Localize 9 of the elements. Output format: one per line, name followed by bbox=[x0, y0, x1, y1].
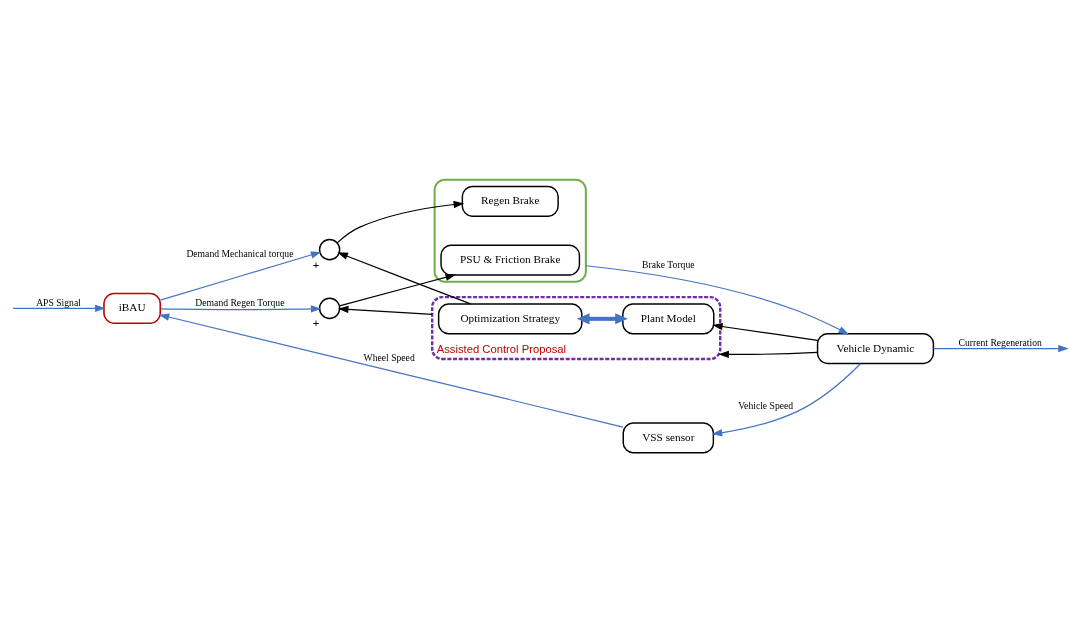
edge-label: APS Signal bbox=[36, 296, 81, 308]
edge-label: Wheel Speed bbox=[363, 351, 415, 363]
edge-label: Vehicle Speed bbox=[738, 399, 794, 411]
edge-label: Current Regeneration bbox=[958, 336, 1042, 348]
node-label: + bbox=[312, 258, 320, 271]
edge-label: Demand Regen Torque bbox=[195, 296, 285, 308]
edge-label: Demand Mechanical torque bbox=[186, 247, 294, 259]
edge-label: Brake Torque bbox=[642, 258, 695, 270]
node-label: + bbox=[312, 316, 320, 329]
